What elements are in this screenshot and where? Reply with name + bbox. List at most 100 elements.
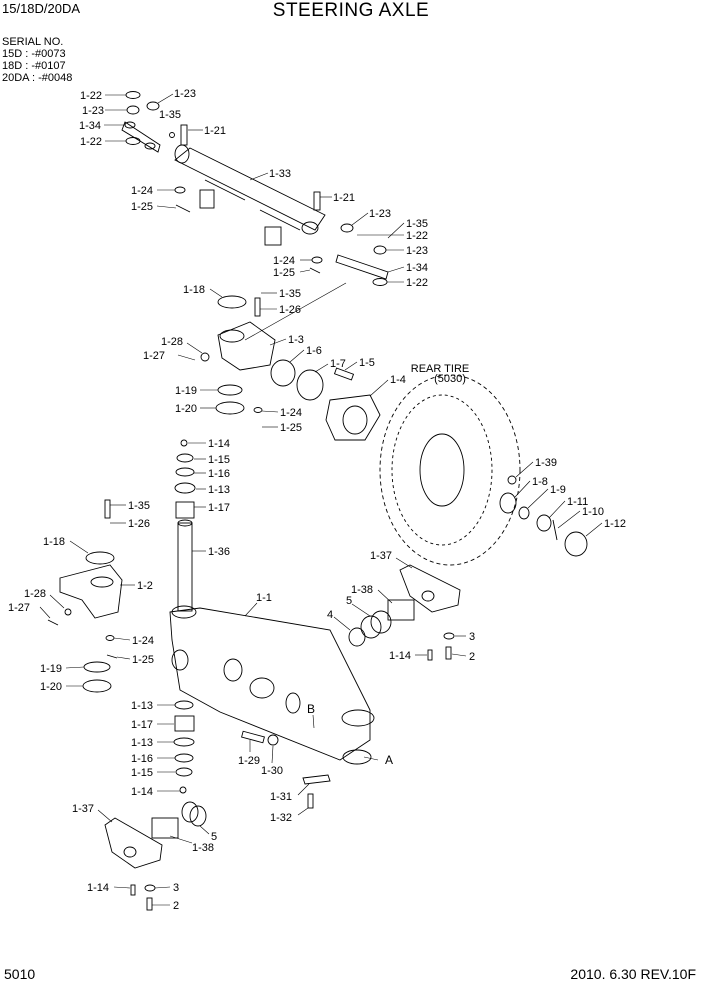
callout: 1-22 — [406, 277, 428, 289]
callout: 1-13 — [208, 484, 230, 496]
callout-labels: 1-22 1-23 1-23 1-35 1-34 1-21 1-22 1-33 … — [8, 88, 626, 912]
callout: 1-16 — [208, 468, 230, 480]
callout: 1-34 — [406, 262, 428, 274]
callout: 1-10 — [582, 506, 604, 518]
callout: 1-35 — [159, 109, 181, 121]
callout: 1-25 — [131, 201, 153, 213]
callout: 1-14 — [87, 882, 109, 894]
callout: 1-24 — [273, 255, 295, 267]
callout: 1-20 — [40, 681, 62, 693]
callout: 1-39 — [535, 457, 557, 469]
callout: 1-28 — [24, 588, 46, 600]
callout: 1-13 — [131, 700, 153, 712]
callout: 1-23 — [406, 245, 428, 257]
callout: 3 — [469, 631, 475, 643]
axle-beam — [169, 605, 375, 765]
callout: 1-27 — [8, 602, 30, 614]
rear-tire-ref: (5030) — [434, 373, 466, 385]
callout: 1-35 — [406, 218, 428, 230]
kingpin-stack — [174, 439, 196, 612]
callout: 1-23 — [82, 105, 104, 117]
callout: 1-32 — [270, 812, 292, 824]
callout: 1-2 — [137, 580, 153, 592]
callout: 2 — [173, 900, 179, 912]
serial-number-block: SERIAL NO. 15D : -#0073 18D : -#0107 20D… — [2, 36, 72, 84]
callout: 1-9 — [550, 484, 566, 496]
leader-lines — [39, 93, 603, 906]
callout: 1-11 — [567, 496, 588, 508]
callout: 1-23 — [369, 208, 391, 220]
callout: 1-21 — [333, 192, 355, 204]
callout: 1-13 — [131, 737, 153, 749]
rear-tire — [379, 374, 521, 566]
hub-small-parts — [499, 475, 588, 557]
callout: 5 — [211, 831, 217, 843]
callout: 1-35 — [279, 288, 301, 300]
callout: 1-15 — [131, 767, 153, 779]
callout: 1-7 — [330, 358, 346, 370]
callout: 1-22 — [80, 136, 102, 148]
callout: 1-22 — [80, 90, 102, 102]
rear-tire-label: REAR TIRE — [411, 363, 469, 375]
callout: 1-25 — [273, 267, 295, 279]
tie-rod-right-assembly — [309, 191, 389, 286]
callout: 1-20 — [175, 403, 197, 415]
callout: 1-30 — [261, 765, 283, 777]
serial-line: 20DA : -#0048 — [2, 72, 73, 84]
callout: 1-17 — [208, 502, 230, 514]
callout: 1-4 — [390, 374, 406, 386]
callout: 1-15 — [208, 454, 230, 466]
page-number: 5010 — [4, 966, 36, 982]
callout: 1-19 — [40, 663, 62, 675]
callout: 1-3 — [288, 334, 304, 346]
callout: 1-38 — [351, 584, 373, 596]
callout: 1-25 — [280, 422, 302, 434]
callout: 1-37 — [72, 803, 94, 815]
callout: 1-28 — [161, 336, 183, 348]
callout: 1-25 — [132, 654, 154, 666]
callout: 1-38 — [192, 842, 214, 854]
serial-heading: SERIAL NO. — [2, 36, 64, 48]
callout: 4 — [327, 609, 333, 621]
callout: 1-26 — [128, 518, 150, 530]
callout: 1-1 — [256, 592, 272, 604]
callout: 3 — [173, 882, 179, 894]
callout: 1-34 — [79, 120, 101, 132]
callout: 1-14 — [389, 650, 411, 662]
callout: 1-14 — [131, 786, 153, 798]
callout: 1-24 — [280, 407, 302, 419]
point-a-label: A — [385, 753, 393, 767]
serial-line: 15D : -#0073 — [2, 48, 66, 60]
callout: 1-24 — [132, 635, 154, 647]
callout: 1-19 — [175, 385, 197, 397]
serial-line: 18D : -#0107 — [2, 60, 66, 72]
callout: 1-14 — [208, 438, 230, 450]
axle-mount-left — [104, 817, 179, 911]
callout: 1-12 — [604, 518, 626, 530]
callout: 1-18 — [183, 284, 205, 296]
callout: 1-18 — [43, 536, 65, 548]
callout: 1-22 — [406, 230, 428, 242]
callout: 1-21 — [204, 125, 226, 137]
callout: 1-37 — [370, 550, 392, 562]
callout: 1-23 — [174, 88, 196, 100]
callout: 2 — [469, 651, 475, 663]
callout: 1-26 — [279, 304, 301, 316]
revision-date: 2010. 6.30 REV.10F — [570, 966, 696, 982]
callout: 5 — [346, 595, 352, 607]
callout: 1-6 — [306, 345, 322, 357]
steering-cylinder — [174, 144, 326, 246]
callout: 1-27 — [143, 350, 165, 362]
model-label: 15/18D/20DA — [2, 1, 81, 16]
tie-rod-left-assembly — [121, 91, 188, 153]
callout: 1-5 — [359, 357, 375, 369]
callout: 1-33 — [269, 168, 291, 180]
axle-mount-right — [348, 564, 461, 661]
callout: 1-36 — [208, 546, 230, 558]
callout: 1-16 — [131, 753, 153, 765]
callout: 1-24 — [131, 185, 153, 197]
callout: 1-8 — [532, 476, 548, 488]
callout: 1-35 — [128, 500, 150, 512]
callout: 1-17 — [131, 719, 153, 731]
